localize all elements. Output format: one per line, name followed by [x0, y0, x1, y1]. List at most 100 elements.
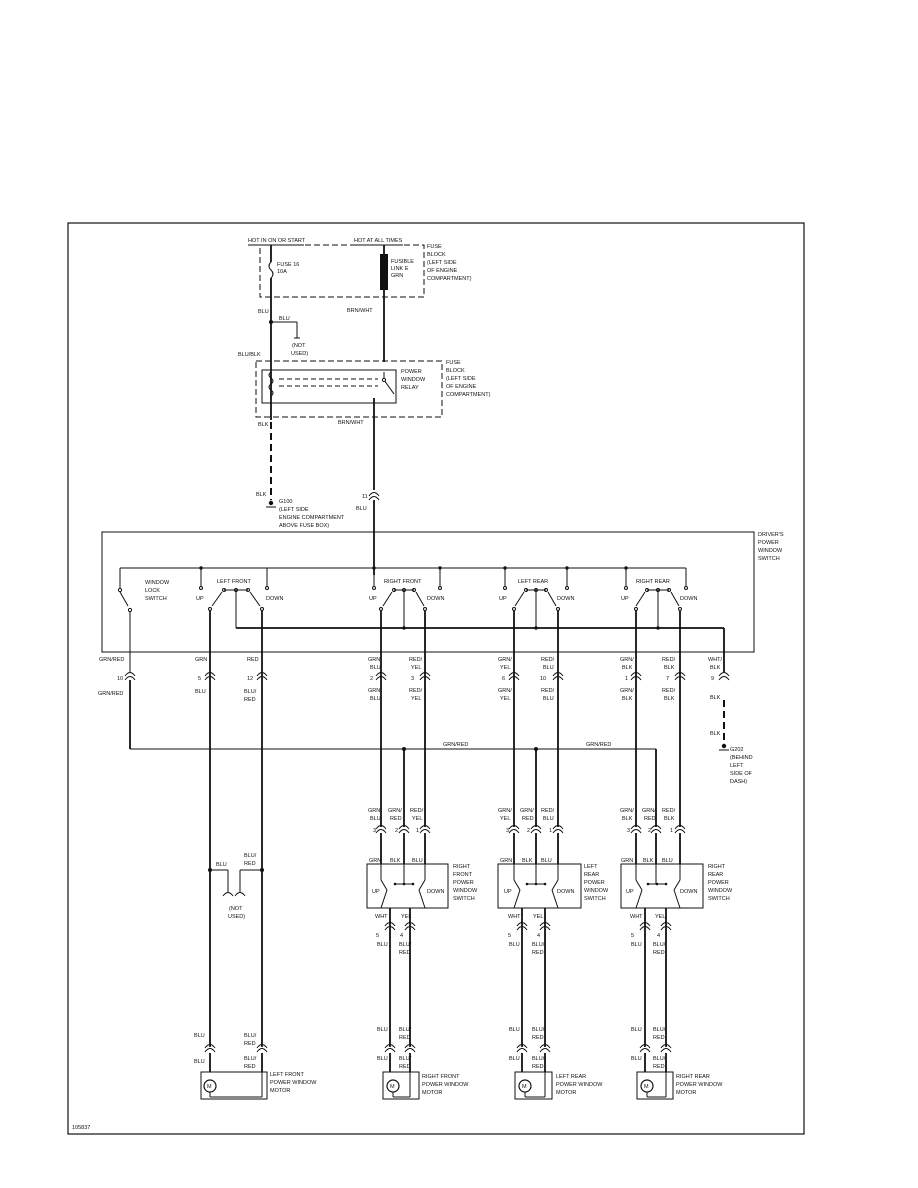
fuse-block2-1: FUSE [446, 360, 461, 366]
lr-up: UP [499, 596, 507, 602]
fusible-label-2: LINK E [391, 266, 409, 272]
label-motors-symbol: M [644, 1084, 649, 1090]
label-passenger_switches-rf-pins_bottom-1: 4 [400, 933, 403, 939]
label-motors-rf-wires_bottom-0: BLU [377, 1056, 388, 1062]
c1-bottom: GRN/RED [98, 691, 123, 697]
label-passenger_switches-rf-top_wires-0-1: BLU [370, 816, 381, 822]
label-passenger_switches-rr-pins-0: 3 [627, 828, 630, 834]
fuse16-symbol [268, 261, 274, 279]
label-passenger_switches-lr-inner-2: BLU [541, 858, 552, 864]
lf-branch-blu: BLU [216, 862, 227, 868]
label-passenger_switches-lr-up: UP [504, 889, 512, 895]
c2-top: GRN [195, 657, 207, 663]
driver-switch-label-4: SWITCH [758, 556, 780, 562]
label-passenger_switches-lr-top_wires-1-0: GRN/ [520, 808, 534, 814]
label-passenger_switches-rf-inner-2: BLU [412, 858, 423, 864]
window-lock-3: SWITCH [145, 596, 167, 602]
label-motors-rf-name-0: RIGHT FRONT [422, 1074, 460, 1080]
fuse-block2-2: BLOCK [446, 368, 465, 374]
label-passenger_switches-rr-pins-1: 2 [648, 828, 651, 834]
rf-passenger-switch: GRN/ BLU GRN/ RED RED/ YEL 3 2 1 GRN BLK… [366, 808, 478, 1047]
label-passenger_switches-rf-inner-0: GRN [369, 858, 381, 864]
g100-3: ENGINE COMPARTMENT [279, 515, 345, 521]
label-passenger_switches-rf-name-1: FRONT [453, 872, 473, 878]
rr-switch-contacts [624, 586, 688, 628]
connector-c1: GRN/RED 10 GRN/RED [98, 657, 136, 697]
label-motors-lr-wires_top-0: BLU [509, 1027, 520, 1033]
relay-label-2: WINDOW [401, 377, 426, 383]
label-passenger_switches-rf-name-3: WINDOW [453, 888, 478, 894]
c4-bottom-2: BLU [370, 696, 381, 702]
connector-c4: GRN/ BLU 2 GRN/ BLU [368, 657, 387, 702]
c7-top-1: RED/ [541, 657, 555, 663]
c8-bottom-1: GRN/ [620, 688, 634, 694]
label-passenger_switches-lr-top_wires-0-0: GRN/ [498, 808, 512, 814]
label-motors-lf-name-2: MOTOR [270, 1088, 290, 1094]
label-passenger_switches-lr-name-4: SWITCH [584, 896, 606, 902]
fuse-block1-5: COMPARTMENT) [427, 276, 472, 282]
label-motors-lr-wires_top-2: RED [532, 1035, 544, 1041]
lf-branch-blu-red-2: RED [244, 861, 256, 867]
label-passenger_switches-lr-pins_bottom-1: 4 [537, 933, 540, 939]
label-passenger_switches-lr-pins-1: 2 [527, 828, 530, 834]
label-passenger_switches-rr-below-0: BLU [631, 942, 642, 948]
label-passenger_switches-rr-pins_bottom-1: 4 [657, 933, 660, 939]
label-motors-lf-wires_bottom-0: BLU [194, 1059, 205, 1065]
not-used-1a: (NOT [292, 343, 306, 349]
label-passenger_switches-lr-below-0: BLU [509, 942, 520, 948]
label-motors-rf-wires_bottom-2: RED [399, 1064, 411, 1070]
c8-top-2: BLK [622, 665, 633, 671]
g100-1: G100 [279, 499, 292, 505]
ground-section: BLK G202 (BEHIND LEFT SIDE OF DASH) GRN/… [443, 731, 753, 785]
c7-pin: 10 [540, 676, 546, 682]
hot-run-label: HOT IN ON OR START [248, 238, 306, 244]
c4-top-2: BLU [370, 665, 381, 671]
wire-blu-3: BLU [356, 506, 367, 512]
fuse16-label-2: 10A [277, 269, 287, 275]
label-passenger_switches-rf-top_wires-1-0: GRN/ [388, 808, 402, 814]
c5-bottom-2: YEL [411, 696, 421, 702]
g202-3: LEFT [730, 763, 744, 769]
wire-brn-wht-2: BRN/WHT [338, 420, 364, 426]
rf-down: DOWN [427, 596, 444, 602]
label-passenger_switches-lr-bottom-0: WHT [508, 914, 521, 920]
driver-connectors: GRN/RED 10 GRN/RED GRN 5 BLU RED 12 BLU/… [98, 657, 730, 703]
section-left-front: LEFT FRONT [217, 579, 251, 585]
label-motors-rr-wires_bottom-2: RED [653, 1064, 665, 1070]
label-motors-lr-wires_bottom-0: BLU [509, 1056, 520, 1062]
label-passenger_switches-rr-bottom-0: WHT [630, 914, 643, 920]
label-motors-lf-wires_top-2: RED [244, 1041, 256, 1047]
c7-bottom-2: BLU [543, 696, 554, 702]
lr-motor: BLU BLU/ RED BLU BLU/ RED M LEFT REAR PO… [509, 1027, 603, 1100]
label-passenger_switches-rr-inner-1: BLK [643, 858, 654, 864]
label-motors-rf-wires_bottom-1: BLU/ [399, 1056, 412, 1062]
label-passenger_switches-rr-top_wires-0-1: BLK [622, 816, 633, 822]
power-section: HOT IN ON OR START HOT AT ALL TIMES FUSE… [238, 238, 491, 575]
connector-c5: RED/ YEL 3 RED/ YEL [409, 657, 431, 702]
label-passenger_switches-lr-pins_bottom-0: 5 [508, 933, 511, 939]
fusible-link-symbol [380, 254, 388, 290]
label-motors-lf-wires_top-0: BLU [194, 1033, 205, 1039]
label-motors-rr-wires_bottom-0: BLU [631, 1056, 642, 1062]
c10-top-2: BLK [710, 665, 721, 671]
pin-11: 11 [362, 494, 368, 500]
lf-up: UP [196, 596, 204, 602]
label-motors-lr-name-1: POWER WINDOW [556, 1082, 603, 1088]
label-motors-rf-wires_top-0: BLU [377, 1027, 388, 1033]
label-passenger_switches-rf-below-0: BLU [377, 942, 388, 948]
label-passenger_switches-rf-up: UP [372, 889, 380, 895]
label-motors-lr-wires_top-1: BLU/ [532, 1027, 545, 1033]
label-passenger_switches-lr-inner-1: BLK [522, 858, 533, 864]
label-passenger_switches-rf-below-2: RED [399, 950, 411, 956]
ground-blk: BLK [710, 731, 721, 737]
rf-motor: BLU BLU/ RED BLU BLU/ RED M RIGHT FRONT … [377, 1027, 469, 1100]
label-passenger_switches-lr-down: DOWN [557, 889, 574, 895]
label-passenger_switches-rf-pins-2: 1 [416, 828, 419, 834]
c3-top: RED [247, 657, 259, 663]
relay-coil-symbol [268, 371, 274, 397]
label-passenger_switches-rr-pins_bottom-0: 5 [631, 933, 634, 939]
rr-switch-box [620, 863, 704, 909]
driver-switch-section: DRIVER'S POWER WINDOW SWITCH WINDOW LOCK… [101, 531, 784, 672]
power-window-relay [261, 369, 397, 404]
fuse-block-box-1 [259, 244, 425, 298]
